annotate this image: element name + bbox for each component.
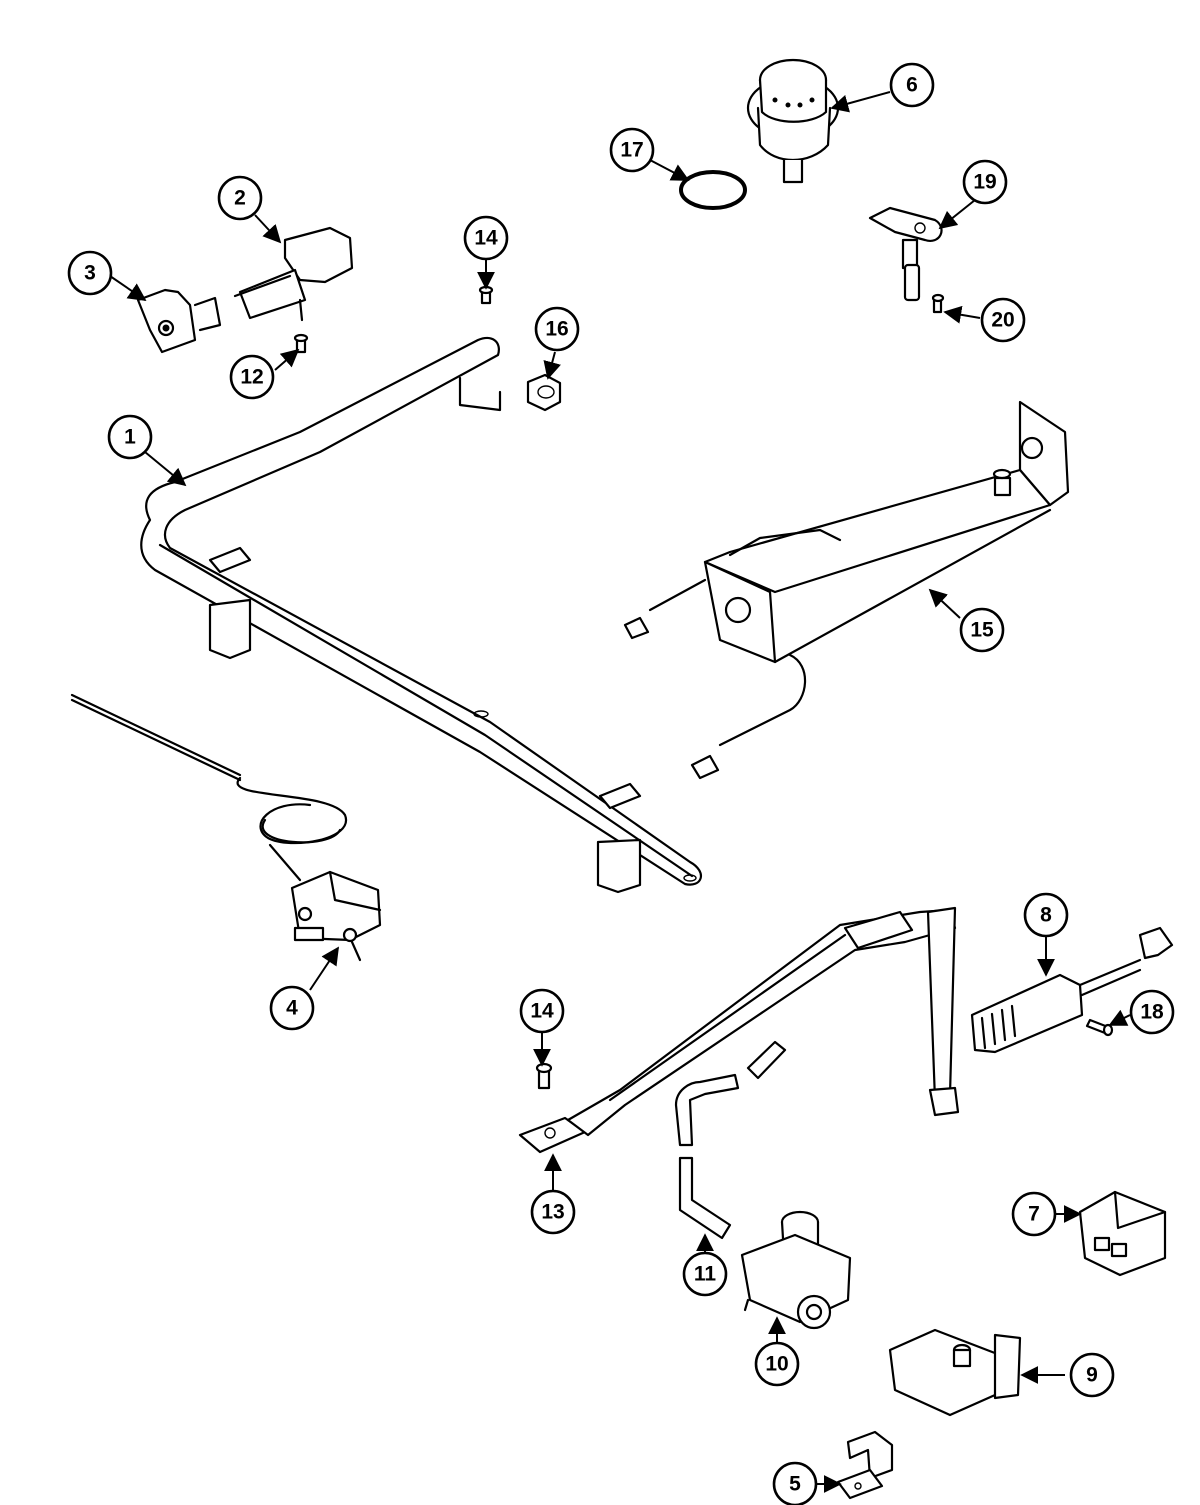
callout-14-bottom: 14 [519,988,565,1034]
callout-label: 1 [124,426,136,449]
part-o-ring-17 [679,170,747,210]
callout-16: 16 [534,306,580,352]
callout-label: 15 [970,619,994,642]
part-hose-11 [674,1040,787,1240]
callout-13: 13 [530,1189,576,1235]
part-valve-body [233,226,354,322]
callout-1: 1 [107,414,153,460]
part-electrode-19 [868,206,943,302]
callout-15: 15 [959,607,1005,653]
callout-8: 8 [1023,892,1069,938]
callout-2: 2 [217,175,263,221]
part-regulator-10 [740,1210,852,1330]
callout-label: 8 [1040,904,1052,927]
callout-4: 4 [269,985,315,1031]
callout-12: 12 [229,354,275,400]
callout-label: 20 [991,309,1014,332]
leader-lines [109,91,1131,1493]
callout-label: 5 [789,1473,801,1496]
callout-3: 3 [67,250,113,296]
callout-18: 18 [1129,989,1175,1035]
part-screw-20 [931,293,945,314]
callout-label: 6 [906,74,918,97]
callout-label: 11 [694,1263,717,1286]
callout-label: 17 [620,139,643,162]
callout-label: 19 [973,171,996,194]
part-bracket-3 [136,288,222,354]
part-igniter-8 [970,926,1174,1054]
part-burner-bracket-15 [623,400,1070,780]
callout-label: 2 [234,187,246,210]
callout-10: 10 [754,1341,800,1387]
callout-label: 14 [474,227,498,250]
callout-label: 16 [545,318,568,341]
part-screw-14-bottom [535,1062,553,1090]
callout-11: 11 [682,1251,728,1297]
part-burner-6 [746,58,840,184]
part-nut-16 [526,373,562,412]
part-burner-tube-13 [518,906,960,1154]
callout-label: 9 [1086,1364,1098,1387]
callout-label: 3 [84,262,96,285]
callout-label: 18 [1140,1001,1164,1024]
callout-17: 17 [609,127,655,173]
callout-label: 10 [765,1353,788,1376]
part-switch-9 [888,1328,1022,1417]
callout-14-top: 14 [463,215,509,261]
part-relay-7 [1078,1190,1167,1277]
part-thermostat-4 [70,693,382,962]
callout-19: 19 [962,159,1008,205]
callout-label: 7 [1028,1203,1040,1226]
part-screw-12 [293,333,309,354]
part-bracket-5 [836,1430,894,1500]
callout-5: 5 [772,1461,818,1505]
part-screw-18 [1085,1018,1114,1037]
callout-label: 12 [240,366,263,389]
callout-20: 20 [980,297,1026,343]
part-screw-14-top [478,285,494,305]
callout-label: 13 [541,1201,564,1224]
callout-6: 6 [889,62,935,108]
callout-9: 9 [1069,1352,1115,1398]
part-manifold [140,336,702,894]
callout-7: 7 [1011,1191,1057,1237]
callout-label: 14 [530,1000,554,1023]
callout-label: 4 [286,997,298,1020]
